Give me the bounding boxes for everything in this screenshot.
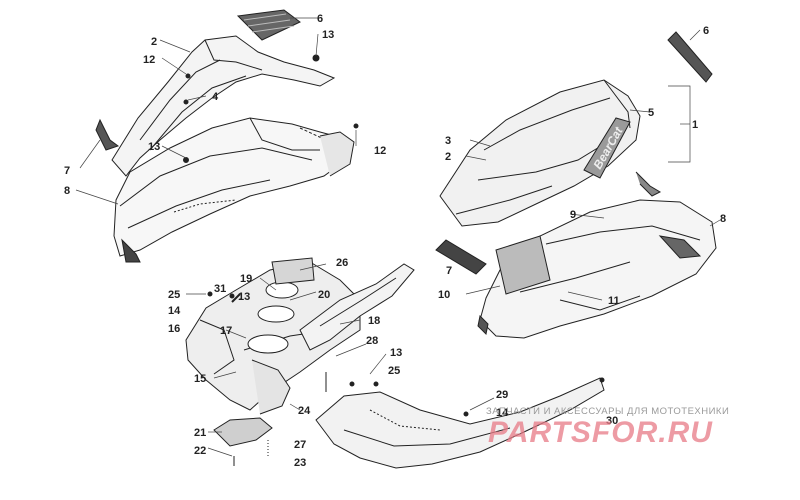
callout-13: 13	[322, 29, 334, 41]
hood-lower-left	[113, 117, 355, 263]
callout-20: 20	[318, 289, 330, 301]
callout-11: 11	[608, 295, 620, 307]
vent-grille-top-left	[236, 9, 301, 41]
callout-22: 22	[194, 445, 206, 457]
callout-29: 29	[496, 389, 508, 401]
callout-5: 5	[648, 107, 654, 119]
callout-13: 13	[148, 141, 160, 153]
callout-17: 17	[220, 325, 232, 337]
callout-27: 27	[294, 439, 306, 451]
callout-19: 19	[240, 273, 252, 285]
callout-12: 12	[143, 54, 155, 66]
callout-8: 8	[720, 213, 726, 225]
vent-grille-bottom-right	[435, 239, 487, 275]
callout-2: 2	[445, 151, 451, 163]
callout-10: 10	[438, 289, 450, 301]
callouts: 6 13 2 12 4 13 12 7 8 6 5 1 3 2 9 8 7 10…	[64, 13, 726, 469]
callout-30: 30	[606, 415, 618, 427]
skid-plate	[315, 377, 605, 469]
callout-25: 25	[168, 289, 180, 301]
intake-rings	[247, 257, 315, 354]
callout-8: 8	[64, 185, 70, 197]
callout-4: 4	[212, 91, 219, 103]
callout-9: 9	[570, 209, 576, 221]
callout-28: 28	[366, 335, 378, 347]
side-rail-right	[299, 263, 415, 351]
callout-18: 18	[368, 315, 380, 327]
vent-grille-top-right	[667, 31, 713, 83]
callout-6: 6	[317, 13, 323, 25]
callout-26: 26	[336, 257, 348, 269]
callout-13: 13	[390, 347, 402, 359]
leader-lines	[75, 17, 721, 457]
callout-15: 15	[194, 373, 206, 385]
callout-6: 6	[703, 25, 709, 37]
callout-14: 14	[496, 407, 509, 419]
watermark-subtitle: ЗАПЧАСТИ И АКСЕССУАРЫ ДЛЯ МОТОТЕХНИКИ	[486, 406, 730, 417]
hood-upper-left	[95, 35, 336, 177]
callout-23: 23	[294, 457, 306, 469]
watermark-brand: PARTSFOR.RU	[488, 416, 713, 449]
fasteners	[183, 54, 605, 466]
callout-25: 25	[388, 365, 400, 377]
callout-24: 24	[298, 405, 311, 417]
callout-31: 31	[214, 283, 226, 295]
callout-13: 13	[238, 291, 250, 303]
callout-7: 7	[64, 165, 70, 177]
decal-panel	[495, 235, 551, 295]
callout-7: 7	[446, 265, 452, 277]
callout-1: 1	[692, 119, 698, 131]
hood-right-upper	[439, 79, 641, 227]
callout-3: 3	[445, 135, 451, 147]
callout-14: 14	[168, 305, 181, 317]
hood-right-lower	[477, 171, 717, 339]
callout-16: 16	[168, 323, 180, 335]
callout-21: 21	[194, 427, 206, 439]
callout-12: 12	[374, 145, 386, 157]
belly-pan-lower	[213, 359, 291, 447]
callout-2: 2	[151, 36, 157, 48]
